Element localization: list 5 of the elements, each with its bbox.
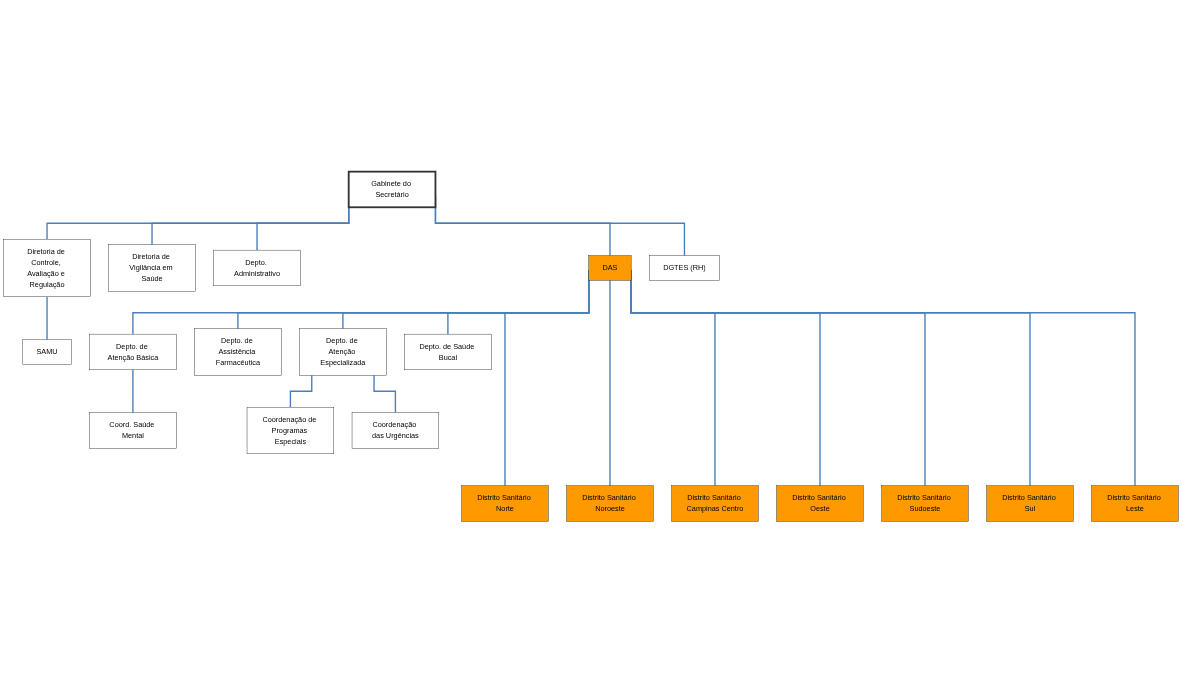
connector	[289, 374, 313, 408]
connector	[609, 279, 611, 487]
connector	[373, 374, 397, 414]
connector	[46, 296, 48, 341]
connector	[132, 369, 134, 414]
